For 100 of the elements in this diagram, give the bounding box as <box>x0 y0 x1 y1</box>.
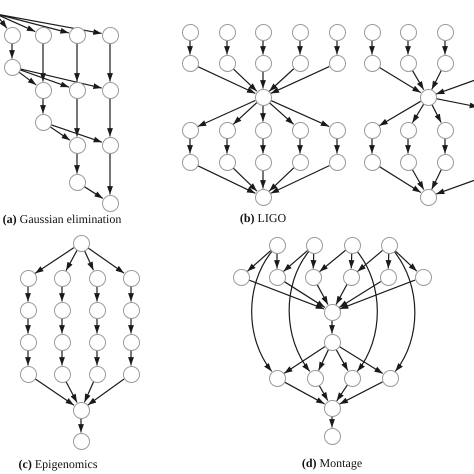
node-circle <box>436 54 454 72</box>
arrow <box>356 251 378 372</box>
arrow <box>78 418 84 432</box>
node-circle <box>304 268 322 286</box>
arrow <box>25 350 31 366</box>
node-circle <box>34 114 52 130</box>
arrow <box>334 138 340 154</box>
arrow <box>107 44 113 82</box>
arrow <box>59 318 65 334</box>
node-circle <box>436 154 454 170</box>
node-circle <box>328 24 346 40</box>
arrow <box>319 250 346 272</box>
arrow <box>25 286 31 302</box>
node-circle <box>4 26 20 44</box>
node-circle <box>182 122 198 138</box>
arrow <box>65 381 78 403</box>
arrow <box>20 68 102 89</box>
arrow <box>310 253 316 269</box>
node-circle <box>54 366 70 382</box>
node-circle <box>268 370 286 386</box>
node-circle <box>68 82 86 98</box>
arrow <box>94 350 100 366</box>
node-circle <box>306 370 324 386</box>
arrow <box>270 100 330 128</box>
caption: (d) Montage <box>302 456 362 471</box>
arrow <box>436 98 474 108</box>
arrow <box>329 320 335 334</box>
arrow <box>338 281 382 308</box>
node-circle <box>68 136 86 154</box>
node-circle <box>324 304 340 320</box>
arrow <box>270 165 330 194</box>
node-circle <box>254 154 272 170</box>
node-circle <box>218 24 236 40</box>
arrow <box>357 250 383 272</box>
node-circle <box>218 154 236 170</box>
node-circle <box>34 26 52 44</box>
node-circle <box>328 54 346 72</box>
node-circle <box>34 82 52 98</box>
arrow <box>128 286 134 302</box>
arrow <box>405 138 411 154</box>
node-circle <box>218 54 236 72</box>
node-circle <box>254 122 272 138</box>
arrow <box>107 154 113 194</box>
node-circle <box>344 370 360 386</box>
arrow <box>436 78 474 95</box>
arrow <box>268 167 294 192</box>
node-circle <box>400 122 416 138</box>
arrow <box>297 138 303 154</box>
arrow <box>297 40 303 54</box>
node-circle <box>218 122 236 138</box>
node-circle <box>88 366 106 382</box>
node-circle <box>20 302 36 318</box>
node-circle <box>328 122 346 138</box>
arrow <box>316 284 328 305</box>
arrow <box>260 106 266 122</box>
arrow <box>84 382 94 402</box>
arrow <box>232 68 258 92</box>
node-circle <box>268 236 286 254</box>
node-circle <box>122 334 140 350</box>
node-circle <box>400 54 416 72</box>
arrow <box>246 250 272 272</box>
node-circle <box>72 234 90 252</box>
node-circle <box>344 236 360 254</box>
node-circle <box>88 334 106 350</box>
arrow <box>232 168 258 192</box>
node-circle <box>72 402 90 418</box>
arrow <box>334 40 340 54</box>
arrow <box>284 382 325 404</box>
arrow <box>224 138 230 154</box>
arrow <box>59 350 65 366</box>
arrow <box>197 165 256 194</box>
arrow <box>128 350 134 366</box>
arrow <box>84 250 94 271</box>
arrow <box>224 40 230 54</box>
arrow <box>197 66 256 94</box>
node-circle <box>102 136 118 154</box>
arrow <box>40 98 46 114</box>
arrow <box>283 250 308 272</box>
node-circle <box>420 188 436 206</box>
arrow <box>436 178 474 195</box>
arrow <box>84 186 104 199</box>
arrow <box>128 318 134 334</box>
node-circle <box>254 24 272 40</box>
node-circle <box>182 54 198 72</box>
node-circle <box>102 194 118 212</box>
arrow <box>431 70 442 90</box>
node-circle <box>364 24 380 40</box>
caption: (b) LIGO <box>240 211 286 226</box>
arrow <box>88 378 124 406</box>
arrow <box>88 247 124 274</box>
arrow <box>442 138 448 154</box>
node-circle <box>182 154 198 170</box>
arrow <box>318 385 328 401</box>
node-circle <box>306 236 322 254</box>
arrow <box>187 40 193 54</box>
arrow <box>50 124 102 143</box>
arrow <box>268 102 294 125</box>
arrow <box>339 381 383 405</box>
arrow <box>336 349 348 371</box>
arrow <box>412 104 424 124</box>
